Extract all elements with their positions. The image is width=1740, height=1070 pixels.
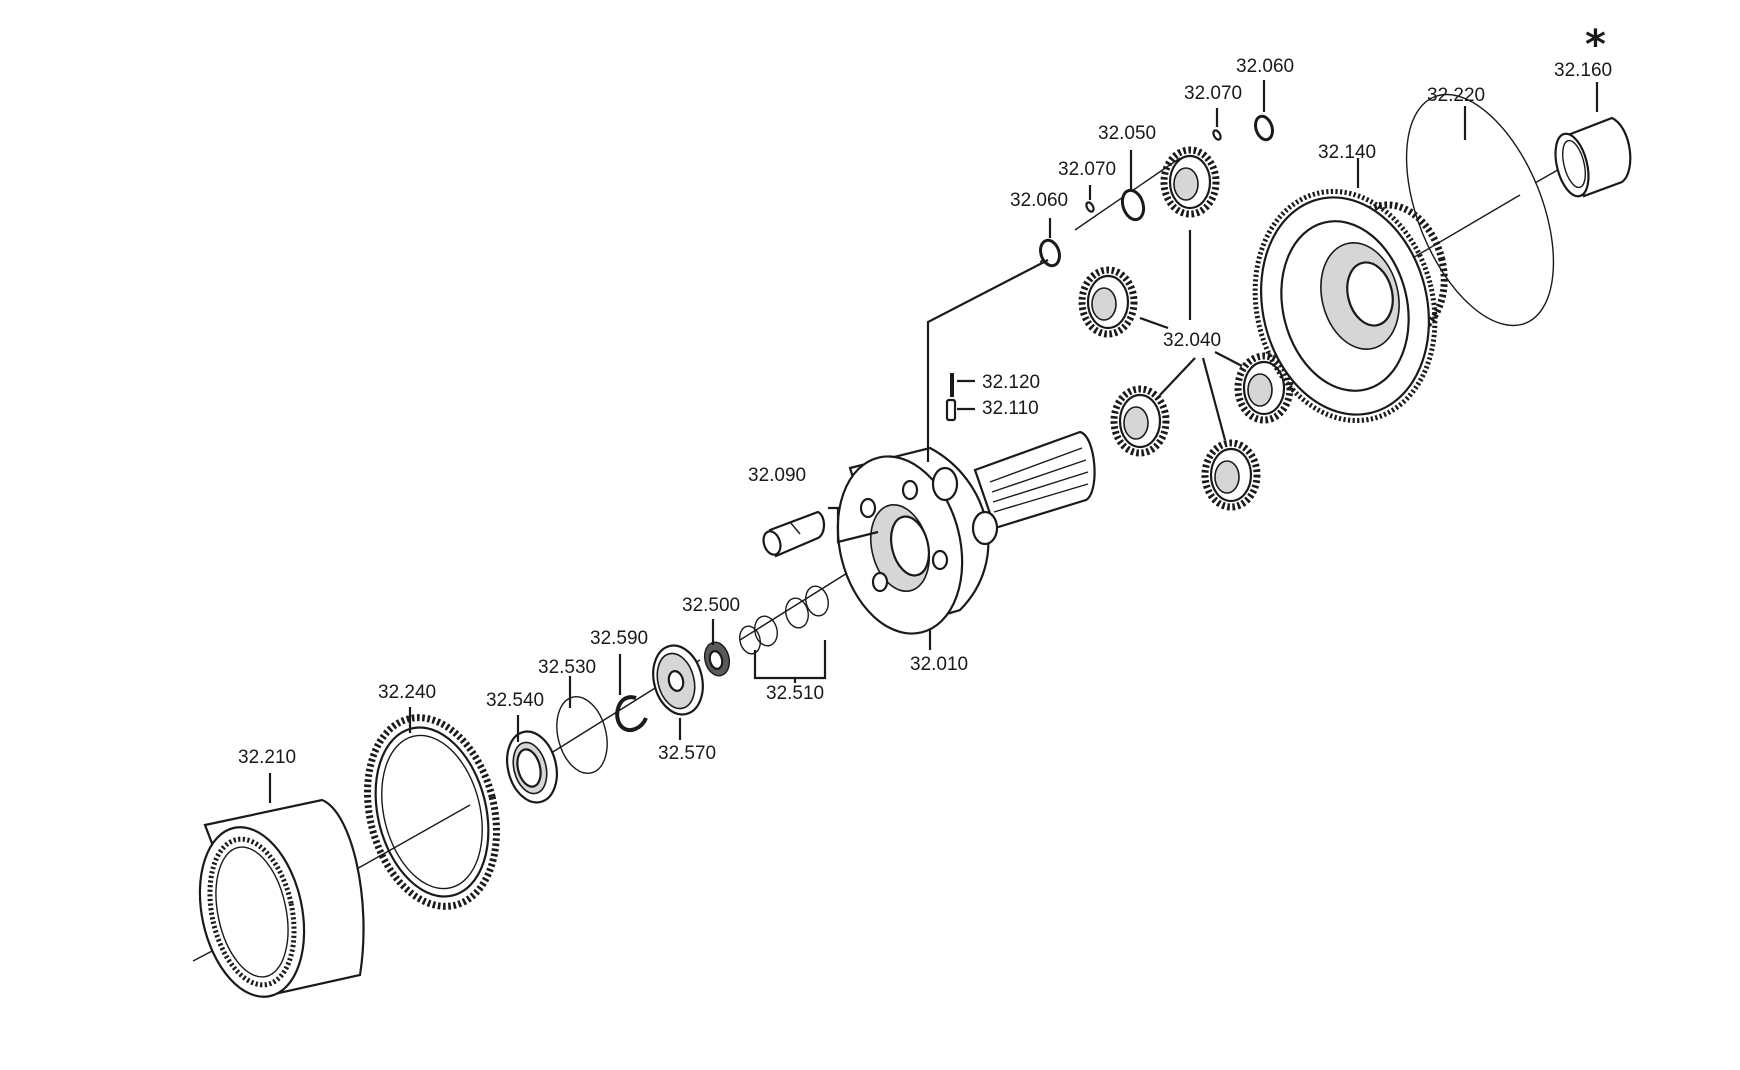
part-32120-pin: [950, 373, 954, 397]
label-32540: 32.540: [486, 690, 544, 711]
planet-gear-3: [1110, 385, 1170, 457]
part-32540-bearing: [506, 730, 558, 804]
planet-gear-top: [1160, 146, 1220, 218]
label-32050: 32.050: [1098, 123, 1156, 144]
part-32530-snap-ring: [556, 696, 608, 774]
label-32060-right: 32.060: [1236, 56, 1294, 77]
part-32070-pin-left: [1085, 201, 1095, 213]
note-asterisk: *: [1585, 22, 1606, 68]
label-32040: 32.040: [1163, 330, 1221, 351]
part-32140-gear-housing: [1252, 188, 1448, 424]
part-32160-bushing: [1554, 116, 1632, 198]
part-32590-circlip: [615, 695, 648, 732]
part-32090-planet-pin: [762, 510, 826, 558]
part-32210-outer-ring: [198, 798, 365, 998]
planet-gear-2: [1078, 266, 1138, 338]
label-32140: 32.140: [1318, 142, 1376, 163]
label-32110: 32.110: [982, 398, 1039, 419]
label-32590: 32.590: [590, 628, 648, 649]
label-32120: 32.120: [982, 372, 1040, 393]
part-32070-pin-right: [1212, 129, 1222, 141]
part-32110-sleeve: [945, 398, 957, 422]
label-32160: 32.160: [1554, 60, 1612, 81]
part-32570-thrust-disc: [652, 644, 704, 716]
label-32070-left: 32.070: [1058, 159, 1116, 180]
part-32510-shims: [739, 585, 829, 655]
part-labels: 32.210 32.240 32.540 32.530 32.590 32.57…: [238, 22, 1612, 768]
part-32010-planet-carrier: [836, 430, 1096, 635]
label-32530: 32.530: [538, 657, 596, 678]
label-32570: 32.570: [658, 743, 716, 764]
part-32040-planet-gears: [1078, 146, 1294, 511]
part-32050-bushing: [1120, 188, 1146, 222]
part-32060-ring-right: [1254, 114, 1274, 142]
planet-gear-4: [1234, 352, 1294, 424]
part-32060-ring-left: [1039, 238, 1061, 268]
label-32500: 32.500: [682, 595, 740, 616]
part-32240-gear-ring: [364, 714, 500, 910]
label-32210: 32.210: [238, 747, 296, 768]
label-32510: 32.510: [766, 683, 824, 704]
planet-gear-5: [1201, 439, 1261, 511]
label-32010: 32.010: [910, 654, 968, 675]
label-32220: 32.220: [1427, 85, 1485, 106]
label-32060-left: 32.060: [1010, 190, 1068, 211]
label-32070-right: 32.070: [1184, 83, 1242, 104]
part-32220-seal-ring: [1405, 93, 1555, 327]
part-32500-needle-bearing: [703, 641, 731, 677]
label-32090: 32.090: [748, 465, 806, 486]
label-32240: 32.240: [378, 682, 436, 703]
leader-lines: [268, 80, 1599, 803]
